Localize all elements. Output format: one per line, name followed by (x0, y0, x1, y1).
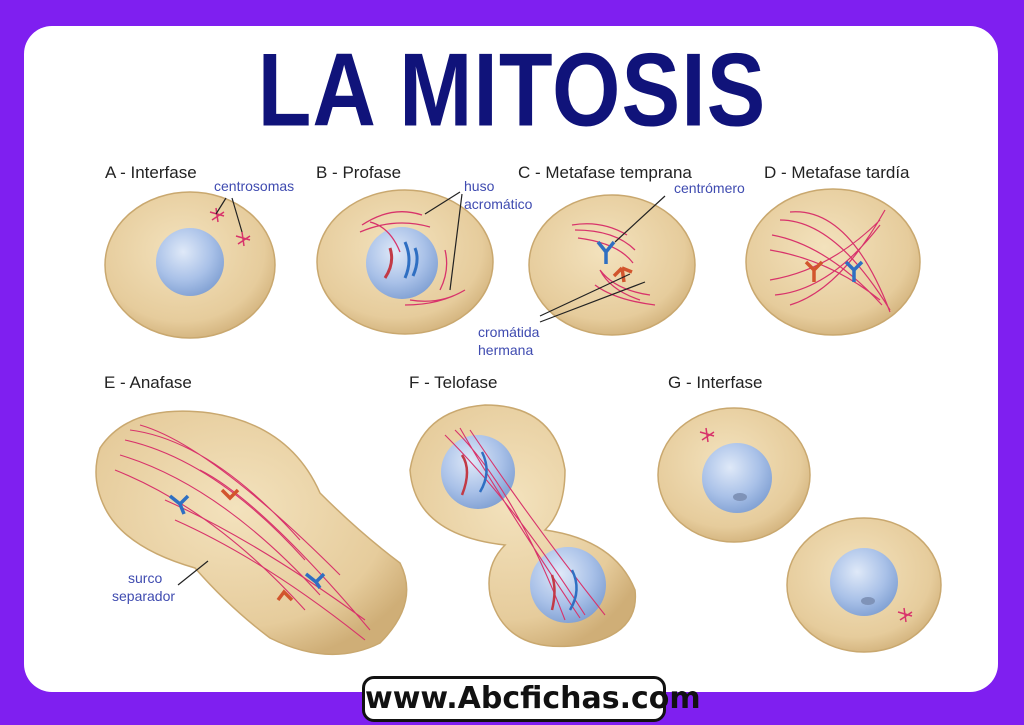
annotation-cromatida-line2: hermana (478, 342, 534, 358)
annotation-huso-line1: huso (464, 178, 495, 194)
phase-label-c: C - Metafase temprana (518, 163, 692, 182)
annotation-centromero: centrómero (674, 180, 745, 196)
phase-label-d: D - Metafase tardía (764, 163, 910, 182)
website-link[interactable]: www.Abcfichas.com (362, 676, 701, 722)
annotation-surco-line1: surco (128, 570, 163, 586)
centrosome-icon (209, 207, 251, 247)
cell-interfase-a (104, 191, 276, 339)
annotation-centrosomas: centrosomas (214, 178, 295, 194)
phase-label-a: A - Interfase (105, 163, 197, 182)
phase-label-b: B - Profase (316, 163, 402, 182)
cell-metafase-temprana (528, 194, 696, 336)
page-title: LA MITOSIS (257, 30, 767, 148)
phase-label-f: F - Telofase (409, 373, 498, 392)
cell-anafase (95, 410, 408, 656)
cell-telofase (409, 404, 637, 648)
cell-profase (316, 189, 494, 335)
annotation-surco-line2: separador (112, 588, 176, 604)
phase-label-g: G - Interfase (668, 373, 763, 392)
annotation-cromatida-line1: cromátida (478, 324, 540, 340)
cell-interfase-g (657, 407, 942, 653)
phase-label-e: E - Anafase (104, 373, 192, 392)
annotation-huso-line2: acromático (464, 196, 533, 212)
cell-metafase-tardia (745, 188, 921, 336)
